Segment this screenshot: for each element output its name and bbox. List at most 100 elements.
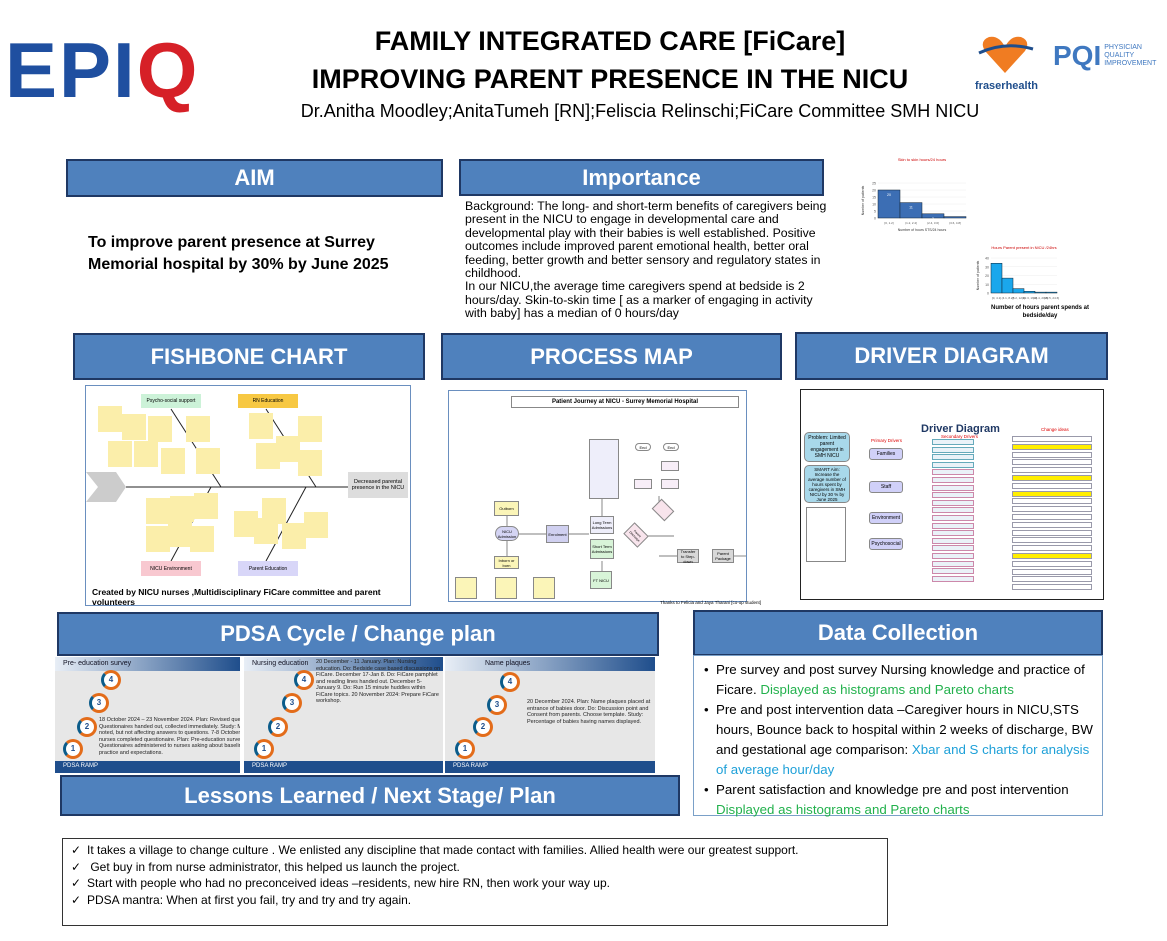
lessons-list: ✓It takes a village to change culture . … [62,838,888,926]
process-node: End [635,443,651,451]
importance-text: Background: The long- and short-term ben… [465,199,835,321]
sts-hours-histogram: Skin to skin hours/24 hours0510152025[0,… [861,157,967,232]
secondary-driver-box [932,575,974,582]
process-node: FT NICU [590,571,612,589]
driver-smart-aim: SMART Aim: Increase the average number o… [804,465,850,503]
process-node: Inborn or born [494,556,519,569]
fishbone-heading: FISHBONE CHART [73,333,425,380]
change-idea-box [1012,552,1092,559]
process-node: Outborn [494,501,519,516]
y-tick-label: 20 [872,189,876,193]
fishbone-category: NICU Environment [141,561,201,576]
bar [990,263,1003,294]
process-node: Parent Package [712,549,734,563]
chart-title: Skin to skin hours/24 hours [898,157,946,162]
y-tick-label: 10 [985,283,989,287]
check-icon: ✓ [71,892,82,907]
x-axis-label: Number of hours STS/24 hours [898,228,947,232]
change-idea-box [1012,506,1092,513]
aim-text: To improve parent presence at Surrey Mem… [88,234,389,273]
fishbone-category: Parent Education [238,561,298,576]
process-node: Enrolment [546,525,569,543]
change-idea-box [1012,529,1092,536]
process-map-title: Patient Journey at NICU - Surrey Memoria… [511,396,739,408]
y-tick-label: 25 [872,182,876,186]
pqi-logo: PQI PHYSICIAN QUALITY IMPROVEMENT [1053,40,1157,71]
change-idea-box [1012,537,1092,544]
x-tick-label: (2.4, 3.6] [927,221,939,225]
data-collection-item: Pre survey and post survey Nursing knowl… [700,660,1094,700]
data-label: 1 [954,220,956,224]
importance-heading: Importance [459,159,824,196]
data-label: 11 [909,206,913,210]
parent-hours-histogram: Hours Parent present in NICU /24hrs01020… [976,245,1059,300]
y-tick-label: 10 [872,203,876,207]
primary-driver: Staff [869,481,903,493]
data-collection-item: Pre and post intervention data –Caregive… [700,700,1094,780]
x-tick-label: (20.5, 24.6] [1044,296,1059,300]
x-tick-label: [0, 1.2] [884,221,893,225]
x-tick-label: (1.2, 2.4] [905,221,917,225]
secondary-driver-box [932,537,974,544]
lesson-item: ✓ Get buy in from nurse administrator, t… [71,859,460,874]
fishbone-category: RN Education [238,394,298,408]
secondary-driver-box [932,476,974,483]
process-map-heading: PROCESS MAP [441,333,782,380]
change-idea-box [1012,513,1092,520]
bar [1034,291,1047,294]
data-collection-list: Pre survey and post survey Nursing knowl… [693,655,1103,817]
change-idea-box [1012,443,1092,450]
change-idea-box [1012,560,1092,567]
x-tick-label: (8.2, 12.3] [1012,296,1026,300]
bar [1045,291,1058,294]
change-idea-box [1012,521,1092,528]
secondary-driver-box [932,530,974,537]
y-tick-label: 40 [985,257,989,261]
secondary-driver-box [932,560,974,567]
data-collection-heading: Data Collection [693,610,1103,656]
primary-driver: Psychosocial [869,538,903,550]
bar [1012,288,1025,294]
secondary-driver-box [932,514,974,521]
y-tick-label: 5 [874,210,876,214]
change-idea-box [1012,451,1092,458]
lesson-item: ✓It takes a village to change culture . … [71,843,799,857]
secondary-driver-box [932,469,974,476]
process-node: Transfer to Step-down [677,549,699,564]
fishbone-caption: Created by NICU nurses ,Multidisciplinar… [92,587,381,606]
data-label: 20 [887,193,891,197]
poster-title: FAMILY INTEGRATED CARE [FiCare] [374,26,846,56]
driver-diagram-heading: DRIVER DIAGRAM [795,332,1108,380]
secondary-driver-box [932,499,974,506]
check-icon: ✓ [71,843,82,857]
y-tick-label: 30 [985,265,989,269]
poster-subtitle: IMPROVING PARENT PRESENCE IN THE NICU [311,64,909,94]
pdsa-heading: PDSA Cycle / Change plan [57,612,659,656]
x-tick-label: (12.3, 16.4] [1022,296,1037,300]
primary-driver: Families [869,448,903,460]
x-tick-label: (16.4, 20.5] [1033,296,1048,300]
change-idea-box [1012,459,1092,466]
secondary-driver-box [932,439,974,445]
process-node: NICU Admission [495,526,519,541]
x-tick-label: (3.6, 4.8] [949,221,961,225]
lessons-heading: Lessons Learned / Next Stage/ Plan [60,775,680,816]
data-collection-item: Parent satisfaction and knowledge pre an… [700,780,1094,820]
y-tick-label: 0 [987,292,989,296]
fraserhealth-logo: fraserhealth [975,33,1038,92]
secondary-driver-box [932,492,974,499]
y-tick-label: 15 [872,196,876,200]
aim-heading: AIM [66,159,443,197]
change-idea-box [1012,498,1092,505]
process-node: Short Term Admissions [590,539,614,559]
importance-background: Background: The long- and short-term ben… [465,199,827,281]
y-tick-label: 20 [985,274,989,278]
change-idea-box [1012,436,1092,442]
driver-problem: Problem: Limited parent engagement in SM… [804,432,850,462]
bar [943,216,967,219]
bar [899,202,923,219]
lesson-item: ✓PDSA mantra: When at first you fail, tr… [71,892,412,907]
importance-nicu-stats: In our NICU,the average time caregivers … [465,279,813,321]
lesson-item: ✓Start with people who had no preconceiv… [71,876,610,890]
